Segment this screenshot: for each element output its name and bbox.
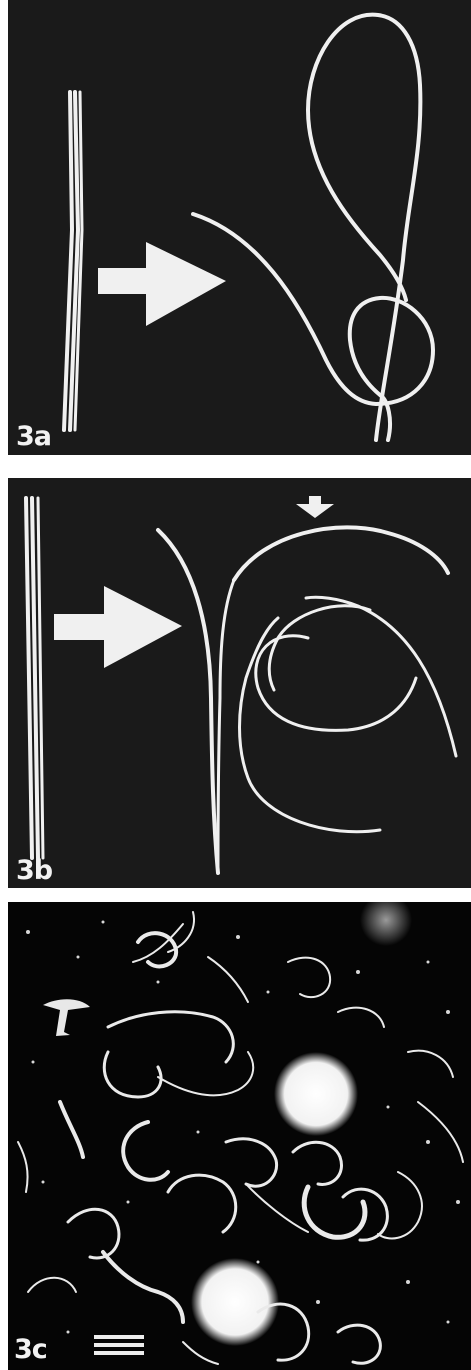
panel-3b-drawing — [8, 478, 471, 888]
panel-3a-drawing — [8, 0, 471, 455]
scale-bar-icon — [94, 1335, 144, 1355]
splayed-filaments — [158, 527, 456, 873]
panel-3a: 3a — [8, 0, 471, 455]
panel-label: 3c — [14, 1336, 47, 1363]
straight-bundle — [26, 498, 43, 858]
arrow-right-icon — [98, 242, 226, 326]
arrow-down-icon — [296, 496, 334, 518]
panel-3b: 3b — [8, 478, 471, 888]
straight-bundle — [64, 92, 82, 430]
panel-label: 3b — [16, 857, 52, 884]
panel-3c-micrograph — [8, 902, 471, 1370]
bright-particles — [43, 902, 412, 1346]
looped-filament — [193, 15, 433, 440]
panel-label: 3a — [16, 423, 51, 450]
panel-3c: 3c — [8, 902, 471, 1370]
arrow-right-icon — [54, 586, 182, 668]
